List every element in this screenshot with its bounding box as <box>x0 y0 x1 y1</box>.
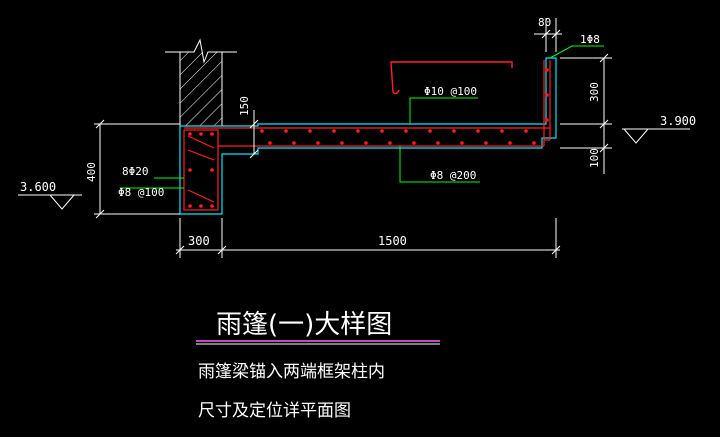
rebar-dot <box>332 129 336 133</box>
dim-80: 80 <box>538 16 551 29</box>
rebar-dot <box>260 129 264 133</box>
rebar-dot <box>412 141 416 145</box>
note-line-1: 雨篷梁锚入两端框架柱内 <box>198 362 385 382</box>
rebar-dot <box>210 204 214 208</box>
drawing-title: 雨篷(一)大样图 <box>216 310 392 340</box>
rebar-dot <box>524 129 528 133</box>
break-line-icon <box>165 38 237 64</box>
dim-400: 400 <box>85 162 98 182</box>
hook-bar <box>390 61 513 93</box>
rebar-dot <box>500 129 504 133</box>
dimension-lines <box>94 18 612 258</box>
beam-stirrup <box>183 129 219 211</box>
elevation-marker-left <box>18 194 82 210</box>
rebar-dot <box>460 141 464 145</box>
leader-lines <box>120 45 604 189</box>
rebar-dot <box>484 141 488 145</box>
rebar-group <box>183 60 551 211</box>
rebar-dot <box>476 129 480 133</box>
rebar-dot <box>199 204 203 208</box>
rebar-dot <box>545 68 549 72</box>
rebar-dot <box>188 132 192 136</box>
note-line-2: 尺寸及定位详平面图 <box>198 401 351 421</box>
rebar-dot <box>364 141 368 145</box>
rebar-dot <box>210 132 214 136</box>
rebar-dot <box>452 129 456 133</box>
rebar-top-label: Φ10 @100 <box>424 85 477 98</box>
wall-section <box>165 38 237 126</box>
rebar-dot <box>545 93 549 97</box>
dim-1500: 1500 <box>378 234 407 248</box>
rebar-dot <box>404 129 408 133</box>
rebar-dot <box>188 168 192 172</box>
concrete-outline <box>179 57 557 215</box>
rebar-dot <box>199 132 203 136</box>
dim-300-vertical: 300 <box>588 82 601 102</box>
rebar-dot <box>340 141 344 145</box>
rebar-dot <box>292 141 296 145</box>
rebar-dot <box>284 129 288 133</box>
rebar-dot <box>210 168 214 172</box>
rebar-dot <box>380 129 384 133</box>
dim-300-horizontal: 300 <box>188 234 210 248</box>
rebar-dot <box>545 118 549 122</box>
rebar-dots <box>188 68 549 208</box>
dim-150: 150 <box>238 96 251 116</box>
rebar-dot <box>428 129 432 133</box>
rebar-edge-label: 1Φ8 <box>580 33 600 46</box>
rebar-dot <box>356 129 360 133</box>
dim-100: 100 <box>588 148 601 168</box>
rebar-dot <box>308 129 312 133</box>
rebar-dot <box>268 141 272 145</box>
rebar-dot <box>388 141 392 145</box>
rebar-bottom-label: Φ8 @200 <box>430 169 476 182</box>
rebar-beam-long-label: 8Φ20 <box>122 165 149 178</box>
rebar-beam-stirrup-label: Φ8 @100 <box>118 186 164 199</box>
rebar-dot <box>436 141 440 145</box>
elevation-right-label: 3.900 <box>660 114 696 128</box>
rebar-dot <box>188 204 192 208</box>
elevation-marker-right <box>622 128 690 144</box>
rebar-dot <box>532 141 536 145</box>
rebar-dot <box>508 141 512 145</box>
elevation-left-label: 3.600 <box>20 180 56 194</box>
rebar-dot <box>316 141 320 145</box>
